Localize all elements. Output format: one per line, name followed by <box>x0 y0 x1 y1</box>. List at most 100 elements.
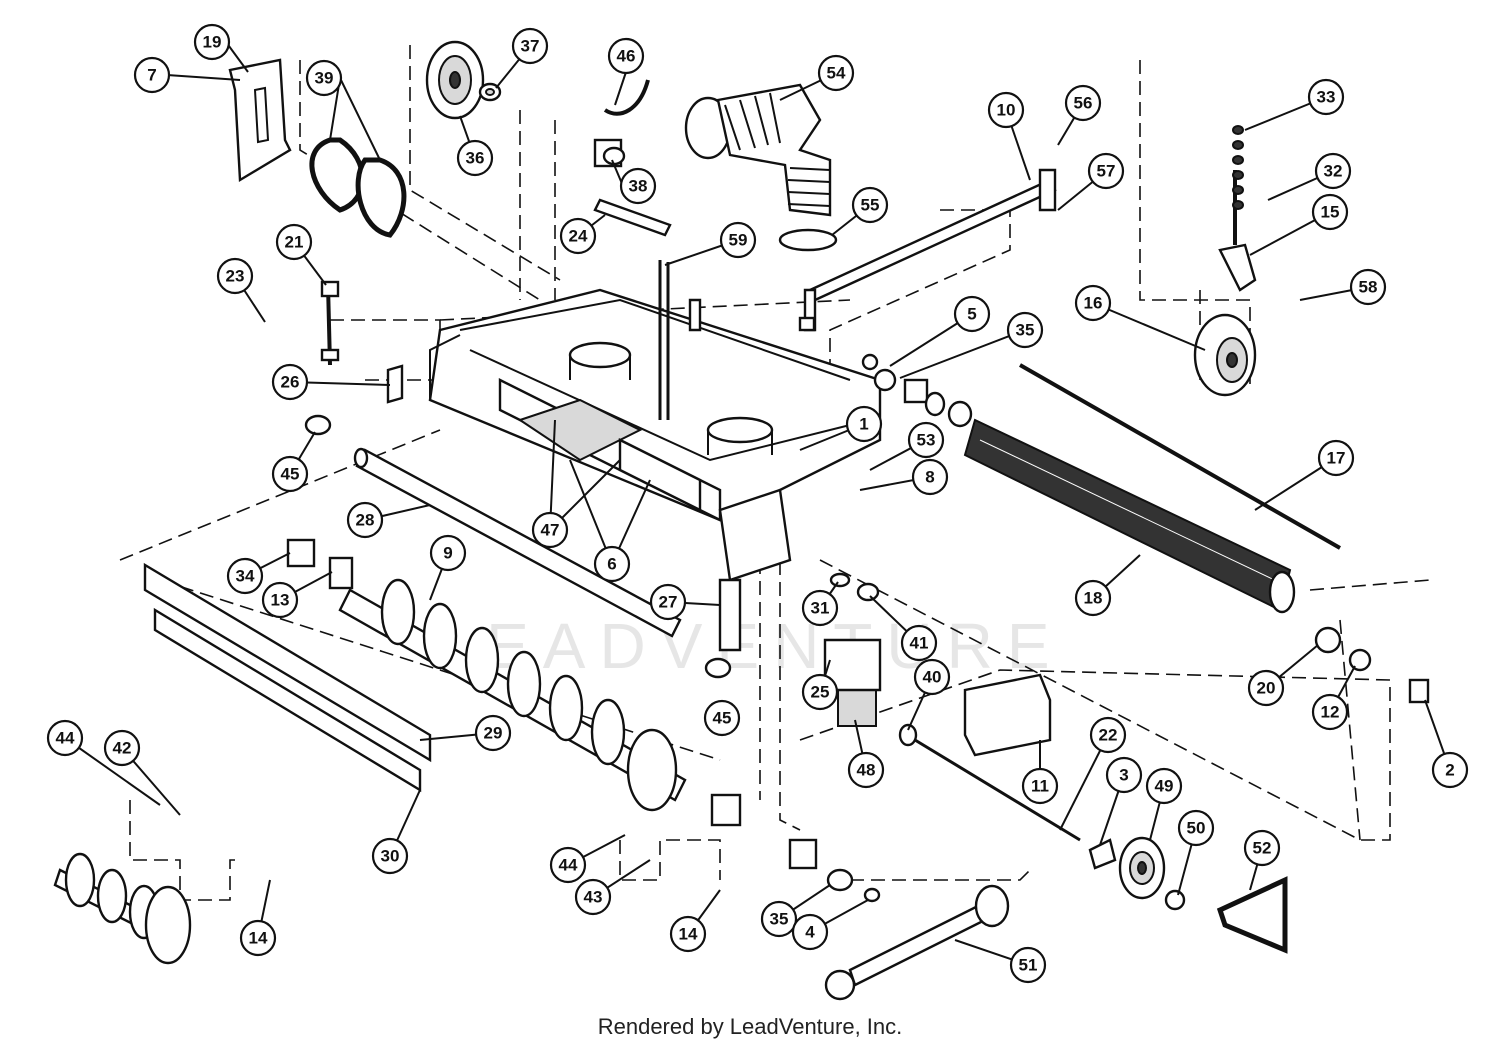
callout-32: 32 <box>1314 152 1352 190</box>
svg-text:52: 52 <box>1253 839 1272 858</box>
svg-text:25: 25 <box>811 683 830 702</box>
svg-text:20: 20 <box>1257 679 1276 698</box>
svg-text:11: 11 <box>1031 777 1049 796</box>
callout-27: 27 <box>649 583 687 621</box>
bearing-12 <box>1348 648 1372 672</box>
callout-47: 47 <box>531 511 569 549</box>
callout-9: 9 <box>429 534 467 572</box>
svg-text:14: 14 <box>679 925 698 944</box>
part-3 <box>1088 838 1117 870</box>
svg-text:27: 27 <box>659 593 678 612</box>
callout-29: 29 <box>474 714 512 752</box>
shaft-28 <box>353 447 682 638</box>
callout-13: 13 <box>261 581 299 619</box>
callout-6: 6 <box>593 545 631 583</box>
callout-49: 49 <box>1145 767 1183 805</box>
callout-37: 37 <box>511 27 549 65</box>
pulley-49 <box>1118 836 1166 900</box>
callout-45: 45 <box>271 455 309 493</box>
callout-48: 48 <box>847 751 885 789</box>
brush-roller <box>963 418 1296 614</box>
callout-24: 24 <box>559 217 597 255</box>
bearing-4 <box>863 887 881 903</box>
callout-14: 14 <box>239 919 277 957</box>
callout-10: 10 <box>987 91 1025 129</box>
svg-text:35: 35 <box>770 910 789 929</box>
wheel-16 <box>1193 313 1257 397</box>
svg-text:31: 31 <box>811 599 830 618</box>
gearbox-48 <box>823 638 1081 842</box>
svg-text:49: 49 <box>1155 777 1174 796</box>
callout-3: 3 <box>1105 756 1143 794</box>
svg-text:14: 14 <box>249 929 268 948</box>
callout-55: 55 <box>851 186 889 224</box>
bearing-31 <box>829 572 851 588</box>
flange-45-left <box>304 414 332 436</box>
callout-31: 31 <box>801 589 839 627</box>
svg-text:33: 33 <box>1317 88 1336 107</box>
bracket-26 <box>386 364 404 404</box>
svg-text:41: 41 <box>910 634 929 653</box>
svg-text:40: 40 <box>923 668 942 687</box>
callout-30: 30 <box>371 837 409 875</box>
svg-text:22: 22 <box>1099 726 1118 745</box>
callout-7: 7 <box>133 56 171 94</box>
lever-21 <box>320 280 340 366</box>
callout-14: 14 <box>669 915 707 953</box>
svg-text:7: 7 <box>147 66 156 85</box>
svg-text:24: 24 <box>569 227 588 246</box>
callout-46: 46 <box>607 37 645 75</box>
svg-text:37: 37 <box>521 37 540 56</box>
callout-45: 45 <box>703 699 741 737</box>
svg-text:15: 15 <box>1321 203 1340 222</box>
box-11 <box>963 673 1052 757</box>
bearing-set-upper <box>861 353 973 428</box>
svg-text:43: 43 <box>584 888 603 907</box>
svg-text:9: 9 <box>443 544 452 563</box>
callout-22: 22 <box>1089 716 1127 754</box>
callout-28: 28 <box>346 501 384 539</box>
callout-23: 23 <box>216 257 254 295</box>
callout-11: 11 <box>1021 767 1059 805</box>
callout-19: 19 <box>193 23 231 61</box>
svg-text:8: 8 <box>925 468 934 487</box>
callout-15: 15 <box>1311 193 1349 231</box>
callout-12: 12 <box>1311 693 1349 731</box>
svg-text:45: 45 <box>713 709 732 728</box>
svg-text:48: 48 <box>857 761 876 780</box>
callout-54: 54 <box>817 54 855 92</box>
svg-text:21: 21 <box>285 233 304 252</box>
callout-53: 53 <box>907 421 945 459</box>
svg-text:38: 38 <box>629 177 648 196</box>
svg-text:51: 51 <box>1019 956 1038 975</box>
auger-small <box>53 852 192 965</box>
svg-text:59: 59 <box>729 231 748 250</box>
svg-text:54: 54 <box>827 64 846 83</box>
svg-text:42: 42 <box>113 739 132 758</box>
callout-43: 43 <box>574 878 612 916</box>
bearing-41 <box>856 582 880 602</box>
pulley-36 <box>425 40 485 120</box>
svg-text:26: 26 <box>281 373 300 392</box>
svg-text:6: 6 <box>607 555 616 574</box>
svg-text:32: 32 <box>1324 162 1343 181</box>
tube-46 <box>593 79 650 168</box>
callout-17: 17 <box>1317 439 1355 477</box>
svg-text:30: 30 <box>381 847 400 866</box>
callout-35: 35 <box>760 900 798 938</box>
svg-text:1: 1 <box>859 415 868 434</box>
callout-20: 20 <box>1247 669 1285 707</box>
svg-text:16: 16 <box>1084 294 1103 313</box>
svg-text:39: 39 <box>315 69 334 88</box>
svg-text:5: 5 <box>967 305 976 324</box>
callout-42: 42 <box>103 729 141 767</box>
main-housing <box>428 288 882 652</box>
callout-4: 4 <box>791 913 829 951</box>
callout-21: 21 <box>275 223 313 261</box>
svg-text:13: 13 <box>271 591 290 610</box>
svg-text:28: 28 <box>356 511 375 530</box>
svg-text:45: 45 <box>281 465 300 484</box>
svg-text:50: 50 <box>1187 819 1206 838</box>
flange-45-right <box>704 657 732 679</box>
drive-belts <box>309 137 407 238</box>
